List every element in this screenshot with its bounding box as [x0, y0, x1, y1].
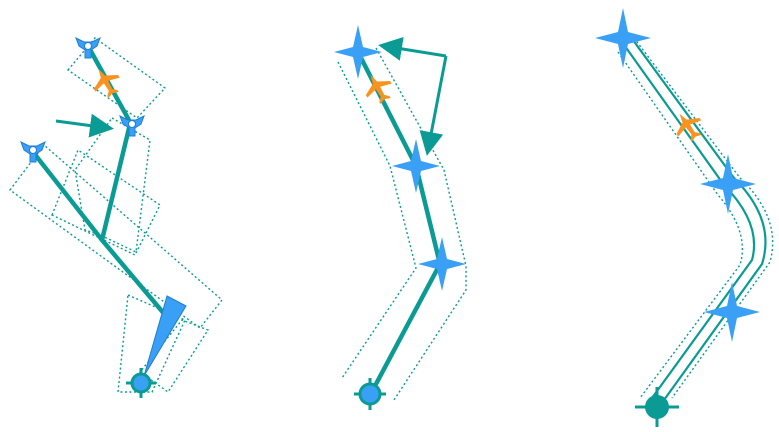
- panel-middle: [334, 25, 467, 410]
- direct-to-arrow: [378, 37, 448, 156]
- aircraft-icon: [365, 75, 392, 104]
- approach-wedge-icon: [143, 295, 187, 377]
- fix-filled-icon: [635, 387, 679, 427]
- fix-target-icon: [354, 378, 386, 410]
- four-point-star-waypoint-icon: [595, 8, 651, 68]
- panel-left: [9, 36, 223, 398]
- four-point-star-waypoint-icon: [334, 25, 382, 79]
- panel-right: [595, 8, 774, 427]
- fly-by-waypoint-icon: [119, 114, 145, 137]
- fly-by-waypoint-icon: [20, 140, 46, 163]
- four-point-star-waypoint-icon: [418, 237, 466, 291]
- corridor-outline: [337, 47, 467, 401]
- fly-by-waypoint-icon: [75, 36, 101, 59]
- inbound-arrow: [55, 113, 114, 138]
- four-point-star-waypoint-icon: [700, 154, 756, 214]
- aircraft-icon: [676, 113, 702, 142]
- fix-target-icon: [126, 368, 156, 398]
- route-legs: [355, 49, 443, 387]
- corridor-outline: [617, 37, 774, 399]
- aircraft-icon: [93, 69, 120, 98]
- four-point-star-waypoint-icon: [392, 139, 440, 193]
- four-point-star-waypoint-icon: [704, 282, 760, 342]
- route-legs: [621, 35, 767, 401]
